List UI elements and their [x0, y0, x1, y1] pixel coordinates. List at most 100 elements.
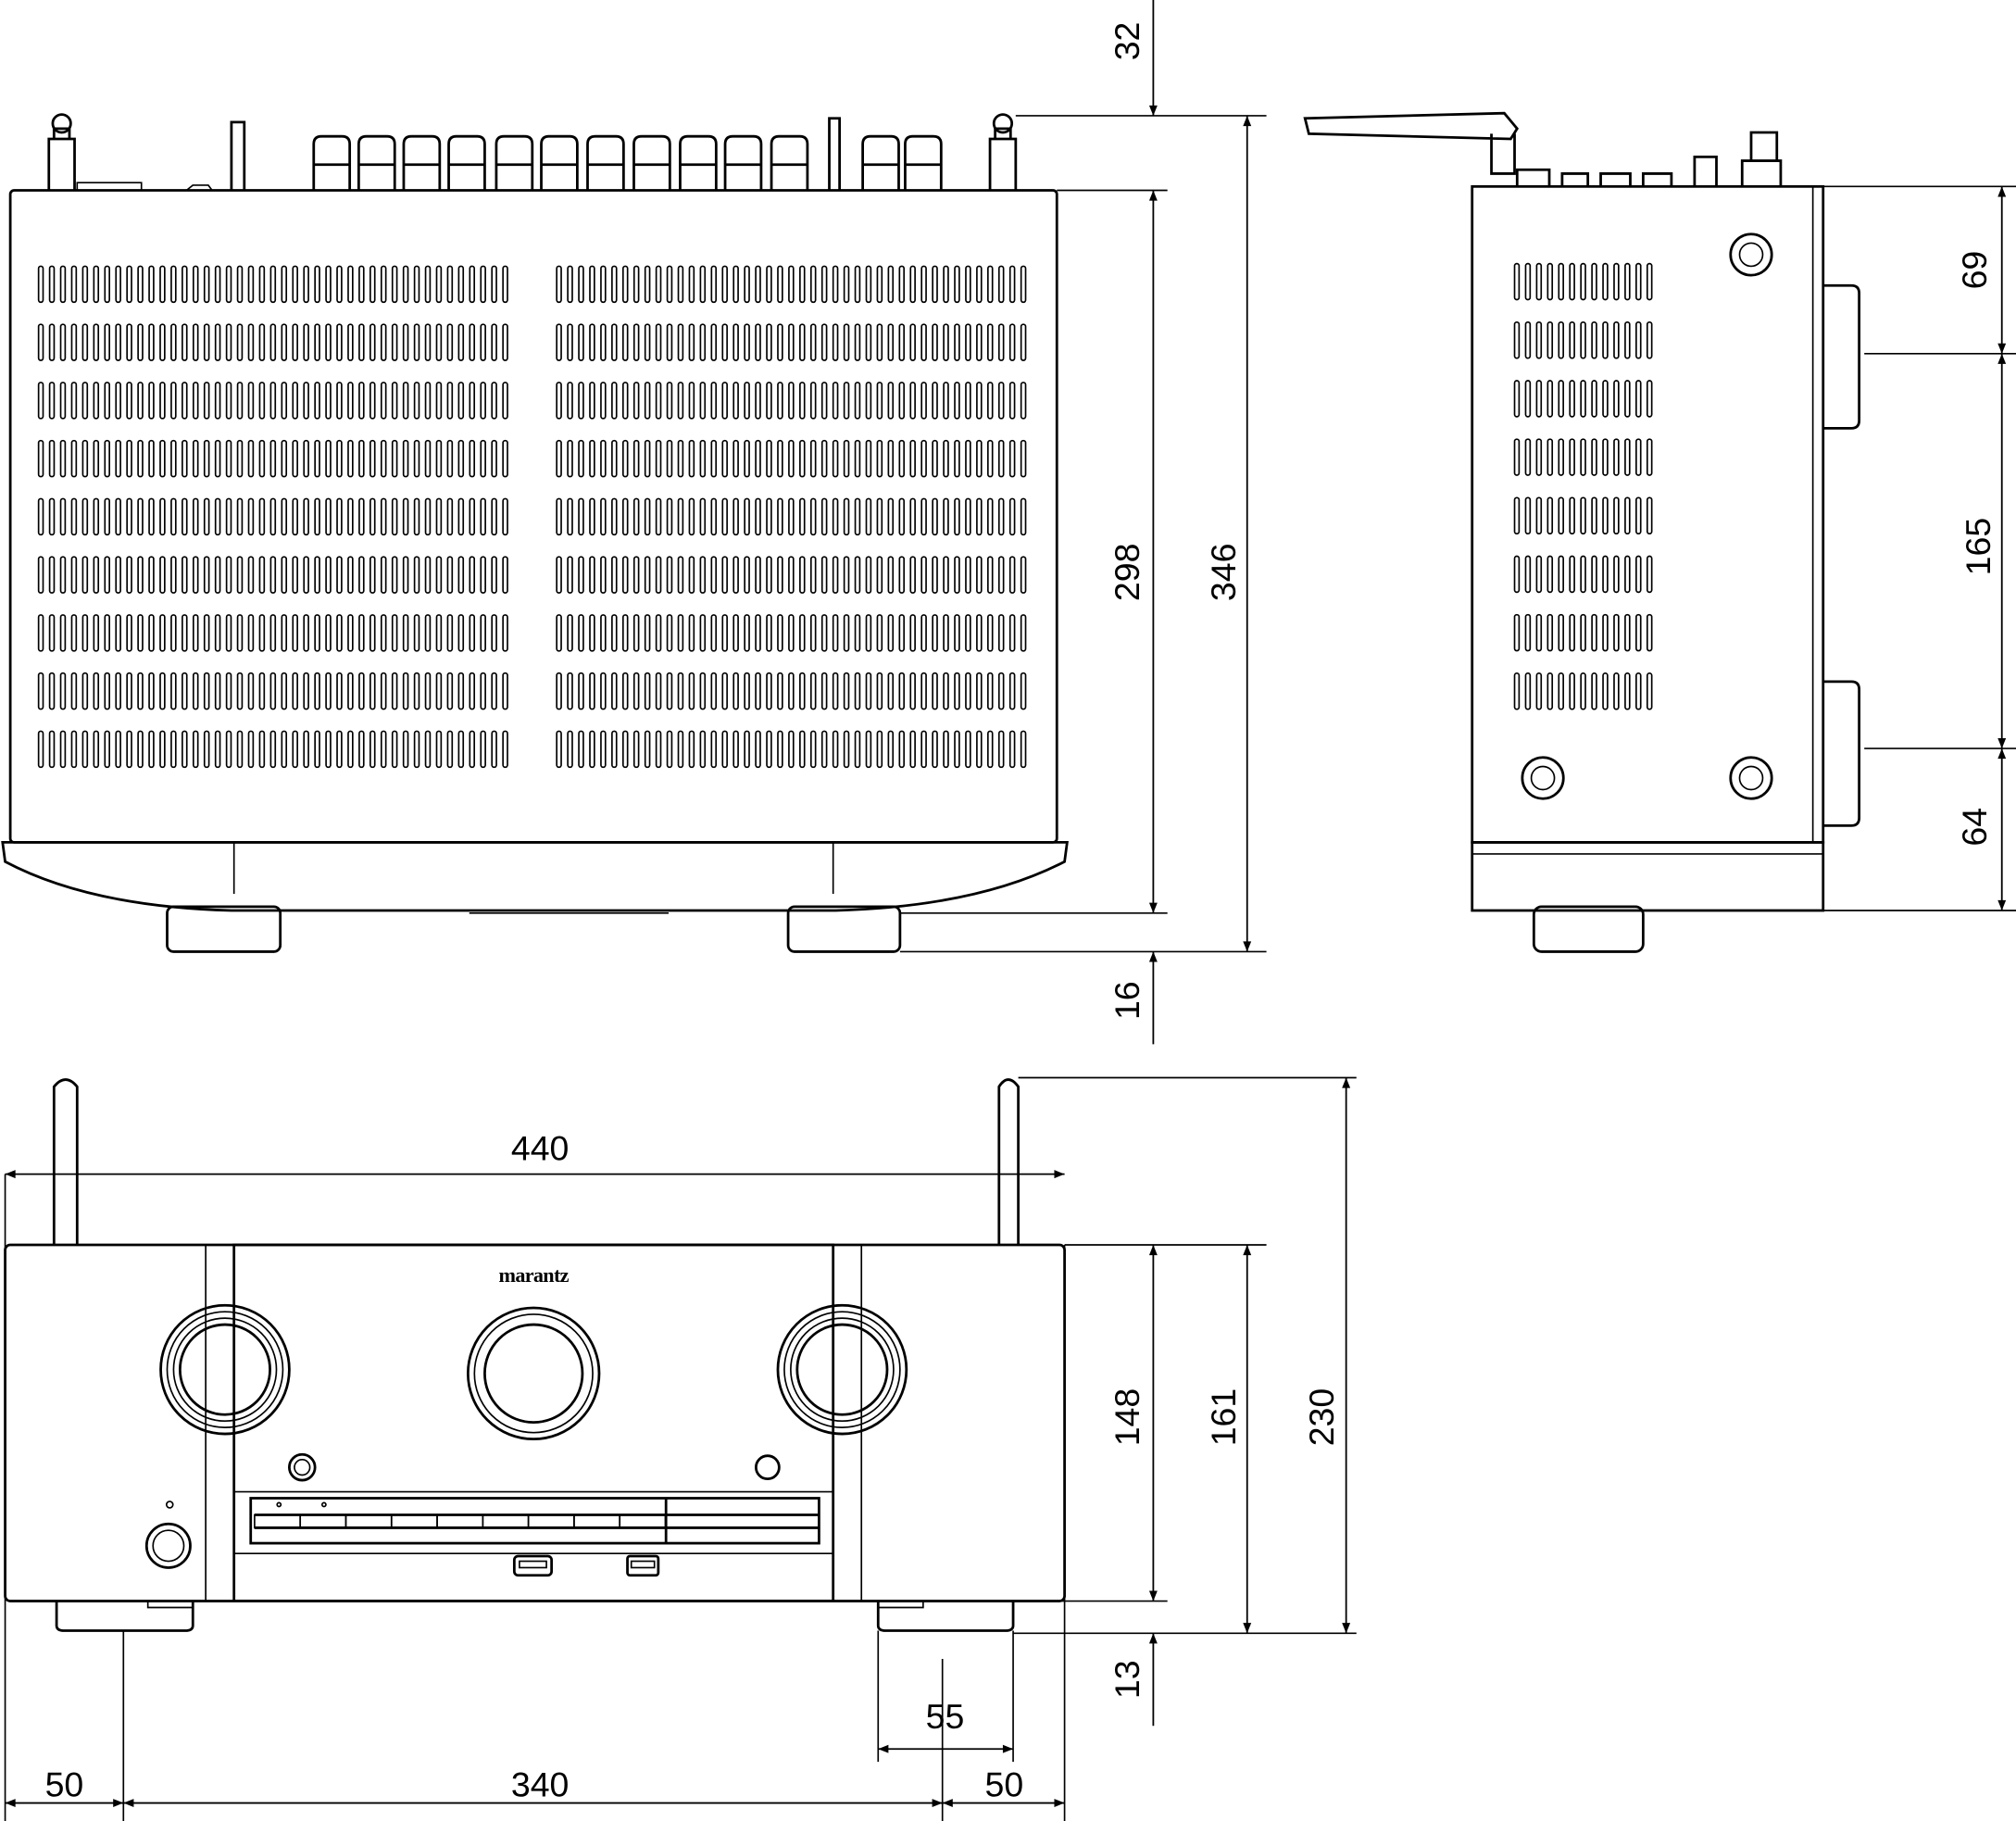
vent-slot [843, 730, 850, 769]
vent-slot [632, 382, 640, 420]
vent-slot [1580, 496, 1586, 535]
vent-slot [1569, 555, 1575, 594]
vent-slot [225, 730, 232, 769]
vent-slot [799, 556, 806, 594]
vent-slot [1513, 555, 1521, 594]
vent-slot [733, 730, 739, 769]
vent-slot [413, 730, 420, 769]
vent-slot [733, 672, 739, 710]
vent-slot [832, 672, 839, 710]
vent-slot [943, 265, 949, 304]
vent-slot [269, 556, 277, 594]
vent-slot [1613, 438, 1620, 476]
vent-slot [48, 323, 56, 361]
vent-slot [502, 497, 508, 536]
vent-slot [1580, 438, 1586, 476]
vent-slot [457, 439, 465, 478]
vent-slot [391, 323, 398, 361]
vent-slot [502, 439, 508, 478]
vent-slot [192, 439, 199, 478]
top-vents [37, 265, 1027, 769]
vent-slot [755, 614, 761, 652]
rear-post [230, 117, 842, 191]
vent-slot [832, 323, 839, 361]
vent-slot [104, 265, 110, 304]
vent-slot [688, 614, 695, 652]
vent-slot [721, 323, 728, 361]
vent-slot [1008, 730, 1016, 769]
vent-slot [170, 556, 177, 594]
vent-slot [854, 556, 861, 594]
vent-slot [93, 382, 100, 420]
rear-terminal [679, 134, 718, 191]
vent-slot [402, 439, 409, 478]
vent-slot [1008, 265, 1016, 304]
dim-346: 346 [1204, 544, 1243, 602]
vent-slot [469, 730, 476, 769]
vent-slot [281, 730, 288, 769]
vent-slot [766, 497, 772, 536]
vent-slot [820, 614, 828, 652]
vent-slot [491, 323, 497, 361]
vent-slot [600, 730, 607, 769]
vent-slot [621, 439, 629, 478]
vent-slot [1591, 380, 1597, 418]
vent-slot [621, 672, 629, 710]
vent-slot [898, 265, 906, 304]
rear-terminal [447, 134, 486, 191]
display-button [390, 1513, 438, 1529]
vent-slot [1513, 613, 1521, 652]
vent-slot [126, 323, 132, 361]
vent-slot [600, 497, 607, 536]
vent-slot [336, 556, 343, 594]
vent-slot [236, 265, 244, 304]
vent-slot [677, 382, 684, 420]
vent-slot [203, 497, 210, 536]
vent-slot [788, 556, 795, 594]
vent-slot [688, 730, 695, 769]
vent-slot [1602, 555, 1609, 594]
vent-slot [809, 265, 817, 304]
vent-slot [632, 672, 640, 710]
antenna-base [47, 127, 76, 191]
vent-slot [369, 323, 376, 361]
vent-slot [954, 614, 960, 652]
vent-slot [809, 323, 817, 361]
vent-slot [391, 614, 398, 652]
vent-slot [721, 265, 728, 304]
vent-slot [37, 439, 44, 478]
vent-slot [303, 556, 309, 594]
vent-slot [632, 439, 640, 478]
vent-slot [236, 497, 244, 536]
vent-slot [843, 672, 850, 710]
vent-slot [292, 556, 298, 594]
vent-slot [247, 497, 255, 536]
vent-slot [214, 439, 221, 478]
vent-slot [336, 439, 343, 478]
vent-slot [578, 265, 584, 304]
vent-slot [314, 323, 320, 361]
vent-slot [1635, 438, 1642, 476]
vent-slot [799, 382, 806, 420]
vent-slot [632, 556, 640, 594]
vent-slot [104, 614, 110, 652]
vent-slot [391, 265, 398, 304]
vent-slot [358, 265, 365, 304]
vent-slot [469, 265, 476, 304]
vent-slot [358, 439, 365, 478]
vent-slot [589, 556, 595, 594]
top-foot-left [166, 905, 282, 953]
vent-slot [644, 439, 651, 478]
vent-slot [578, 382, 584, 420]
vent-slot [733, 323, 739, 361]
vent-slot [170, 497, 177, 536]
vent-slot [502, 265, 508, 304]
vent-slot [1020, 614, 1027, 652]
display-button [299, 1513, 347, 1529]
vent-slot [744, 439, 750, 478]
vent-slot [159, 614, 166, 652]
vent-slot [965, 672, 971, 710]
vent-slot [369, 382, 376, 420]
vent-slot [225, 323, 232, 361]
vent-slot [104, 439, 110, 478]
